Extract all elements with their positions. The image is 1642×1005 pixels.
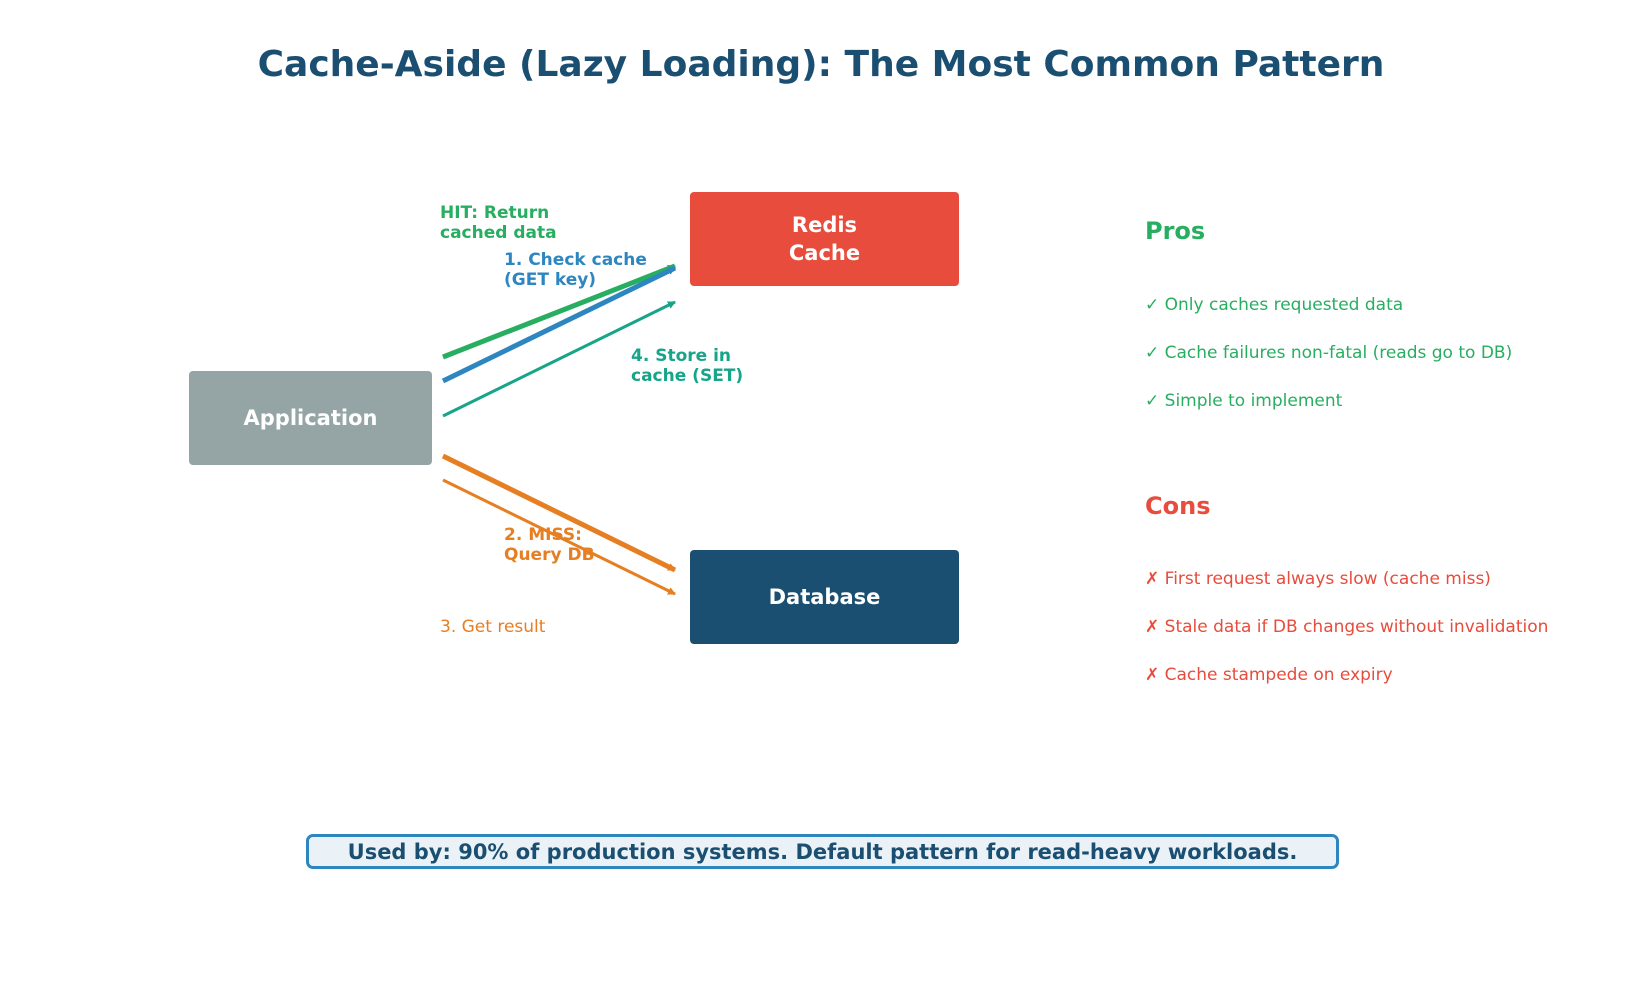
check-cache-label: 1. Check cache (GET key): [504, 250, 647, 290]
get-result-arrow: [442, 478, 676, 596]
store-cache-arrow: [442, 300, 676, 418]
pros-item: ✓ Simple to implement: [1145, 391, 1343, 411]
hit-label: HIT: Return cached data: [440, 203, 557, 243]
cons-item: ✗ First request always slow (cache miss): [1145, 569, 1491, 589]
database-node: Database: [690, 550, 959, 644]
miss-label: 2. MISS: Query DB: [504, 525, 595, 565]
get-result-label: 3. Get result: [440, 617, 546, 637]
hit-arrow: [442, 263, 676, 360]
query-db-arrow: [441, 453, 677, 573]
pros-item: ✓ Only caches requested data: [1145, 295, 1404, 315]
pros-heading: Pros: [1145, 217, 1206, 245]
diagram-title: Cache-Aside (Lazy Loading): The Most Com…: [257, 44, 1385, 85]
cons-heading: Cons: [1145, 492, 1211, 520]
application-node: Application: [189, 371, 432, 465]
cons-item: ✗ Cache stampede on expiry: [1145, 665, 1393, 685]
store-cache-label: 4. Store in cache (SET): [631, 346, 744, 386]
check-cache-arrow: [441, 265, 677, 384]
redis-cache-node: Redis Cache: [690, 192, 959, 286]
pros-item: ✓ Cache failures non-fatal (reads go to …: [1145, 343, 1513, 363]
cons-item: ✗ Stale data if DB changes without inval…: [1145, 617, 1549, 637]
usage-footer-box: Used by: 90% of production systems. Defa…: [306, 834, 1339, 869]
